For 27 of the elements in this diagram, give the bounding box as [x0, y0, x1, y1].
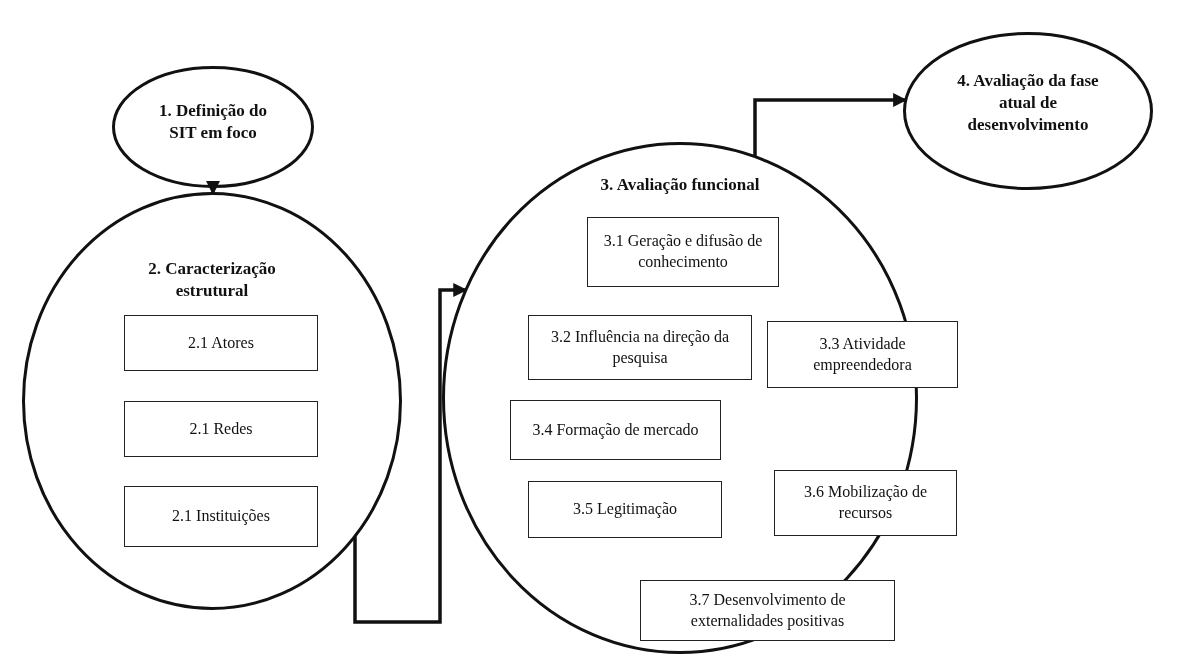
step-label: 3.5 Legitimação — [572, 499, 678, 520]
step-label: 2.1 Redes — [188, 418, 254, 439]
stage-heading: 2. Caracterização estrutural — [147, 258, 277, 303]
process-box — [124, 401, 318, 457]
arrow — [206, 180, 220, 195]
step-label: 2.1 Atores — [187, 332, 255, 353]
stage-heading: 4. Avaliação da fase atual de desenvolvimento — [956, 70, 1100, 137]
process-box — [774, 470, 957, 536]
step-label: 3.1 Geração e difusão de conhecimento — [602, 231, 764, 272]
process-box — [510, 400, 721, 460]
arrow — [353, 283, 468, 624]
step-label: 3.2 Influência na direção da pesquisa — [549, 326, 731, 369]
stage-heading: 3. Avaliação funcional — [599, 174, 761, 196]
step-label: 3.7 Desenvolvimento de externalidades positivas — [688, 589, 847, 632]
process-box — [587, 217, 779, 287]
process-box — [124, 486, 318, 547]
step-label: 2.1 Instituições — [171, 506, 271, 527]
process-box — [528, 315, 752, 380]
step-label: 3.4 Formação de mercado — [531, 419, 700, 441]
process-box — [767, 321, 958, 388]
process-box — [640, 580, 895, 641]
stage-heading: 1. Definição do SIT em foco — [157, 100, 269, 145]
step-label: 3.3 Atividade empreendedora — [812, 333, 913, 376]
process-box — [528, 481, 722, 538]
process-box — [124, 315, 318, 371]
step-label: 3.6 Mobilização de recursos — [802, 482, 929, 523]
arrow — [753, 93, 908, 157]
